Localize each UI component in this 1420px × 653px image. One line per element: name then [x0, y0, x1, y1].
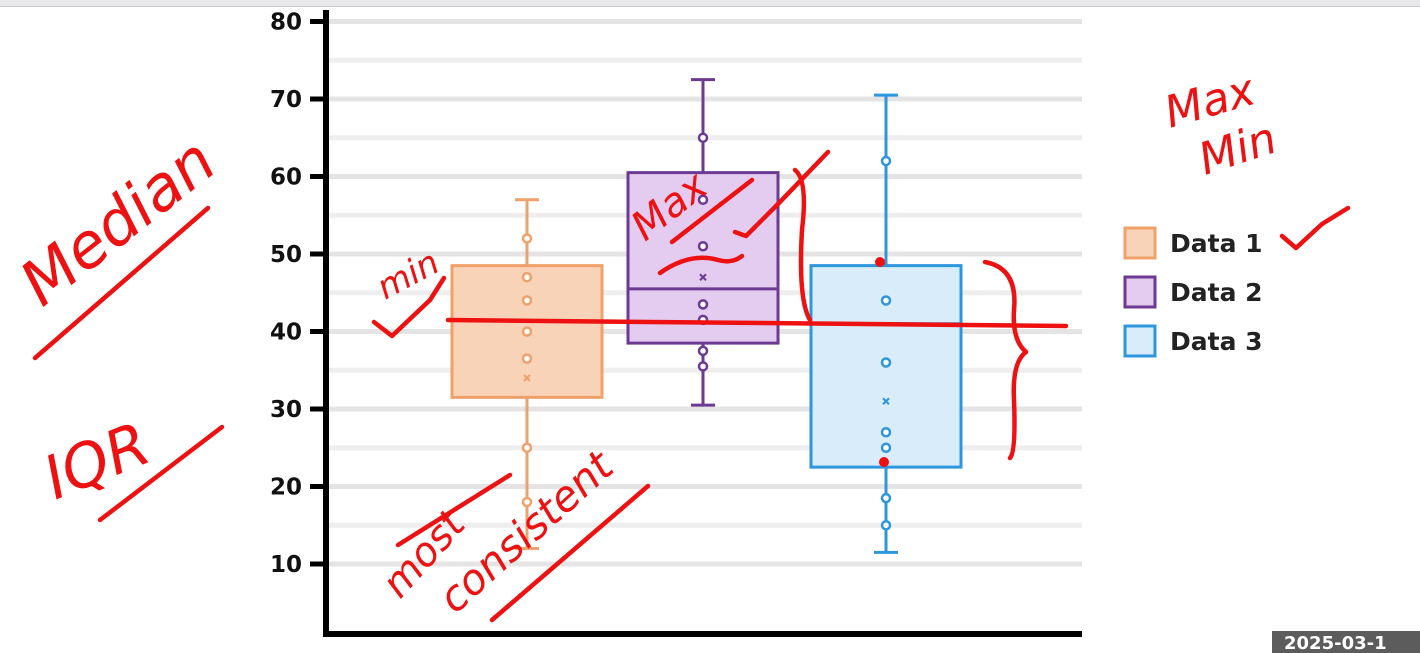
data-point	[880, 442, 892, 453]
data-point	[697, 299, 709, 310]
data-point	[521, 295, 533, 306]
legend-label: Data 2	[1170, 278, 1263, 307]
annotation-iqr: IQR	[34, 409, 159, 514]
max-scribble	[657, 253, 745, 276]
box-1	[450, 198, 604, 550]
red-reference-line	[445, 317, 1069, 329]
y-tick-label: 20	[270, 475, 302, 501]
max-underline	[669, 177, 755, 245]
y-tick-label: 10	[270, 552, 302, 578]
data-point	[521, 233, 533, 244]
legend-label: Data 1	[1170, 229, 1263, 258]
y-tick-label: 50	[270, 242, 302, 268]
data-point	[521, 272, 533, 283]
video-timestamp: 2025-03-1	[1272, 631, 1420, 653]
data3-brace	[982, 259, 1029, 461]
most-underline	[395, 472, 513, 548]
data1-check	[1279, 205, 1351, 251]
data-point	[521, 326, 533, 337]
data-point	[521, 353, 533, 364]
data-point	[697, 241, 709, 252]
y-tick-label: 40	[270, 320, 302, 346]
legend-label: Data 3	[1170, 327, 1263, 356]
browser-tab-strip	[0, 0, 1420, 7]
y-tick-label: 70	[270, 87, 302, 113]
data2-brace	[792, 167, 813, 323]
mean-marker	[882, 397, 890, 405]
consistent-underline	[489, 483, 651, 623]
max-check	[732, 149, 831, 239]
legend: Data 1 Data 2 Data 3	[1123, 226, 1263, 358]
data-point	[697, 361, 709, 372]
legend-swatch	[1123, 324, 1157, 358]
min-arrow	[427, 275, 447, 303]
data-point	[880, 492, 892, 504]
data-point	[880, 427, 892, 438]
data-point	[880, 295, 892, 306]
box-layer	[450, 78, 963, 554]
q3-dot-data3	[875, 257, 885, 267]
data-point	[697, 194, 709, 205]
q1-dot-data3	[879, 457, 889, 467]
legend-swatch	[1123, 275, 1157, 309]
data-point	[880, 155, 892, 167]
median-underline	[32, 205, 211, 361]
legend-swatch	[1123, 226, 1157, 260]
mean-marker	[523, 374, 531, 382]
min-check	[371, 297, 433, 339]
data-point	[521, 496, 533, 508]
iqr-underline	[97, 424, 225, 523]
data-point	[880, 357, 892, 368]
mean-marker	[699, 273, 707, 281]
data-point	[521, 442, 533, 453]
data-point	[697, 132, 709, 143]
axis-layer: 10 20 30 40 50 60 70 80	[270, 10, 1082, 637]
y-tick-label: 80	[270, 10, 302, 36]
y-tick-label: 60	[270, 165, 302, 191]
data-point	[697, 345, 709, 357]
y-tick-label: 30	[270, 397, 302, 423]
data-point	[880, 520, 892, 531]
